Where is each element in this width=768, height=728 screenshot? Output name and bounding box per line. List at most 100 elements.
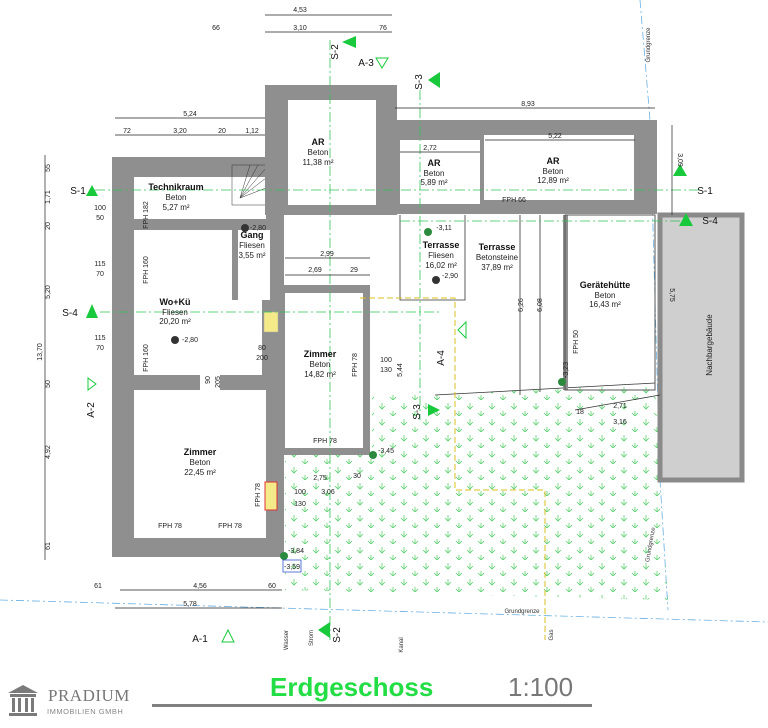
room-ar-2: AR Beton 5,89 m² <box>420 158 447 187</box>
zimmer1-floor <box>285 293 363 448</box>
svg-text:2,72: 2,72 <box>423 145 437 152</box>
svg-text:-2,90: -2,90 <box>442 273 458 280</box>
svg-text:60: 60 <box>268 583 276 590</box>
svg-text:72: 72 <box>123 128 131 135</box>
svg-text:2,71: 2,71 <box>613 403 627 410</box>
room-terrasse-fliesen: Terrasse Fliesen 16,02 m² <box>423 240 460 270</box>
boundary-label-top: Grundgrenze <box>646 27 652 63</box>
svg-text:A-1: A-1 <box>192 634 208 645</box>
utility-sewer: Kanal <box>399 637 405 652</box>
svg-text:-3,59: -3,59 <box>284 564 300 571</box>
room-area: 3,55 m² <box>238 251 265 260</box>
svg-text:FPH 78: FPH 78 <box>158 523 182 530</box>
svg-text:FPH 78: FPH 78 <box>313 438 337 445</box>
room-name: Gerätehütte <box>580 280 631 290</box>
room-area: 12,89 m² <box>537 176 569 185</box>
svg-text:-2,80: -2,80 <box>250 225 266 232</box>
svg-text:4,92: 4,92 <box>45 445 52 459</box>
section-marker-s2-bottom: S-2 <box>318 622 343 643</box>
room-area: 37,89 m² <box>481 263 513 272</box>
room-name: Technikraum <box>148 182 203 192</box>
svg-text:5,22: 5,22 <box>548 133 562 140</box>
svg-text:-2,80: -2,80 <box>182 337 198 344</box>
room-name: Gang <box>240 230 263 240</box>
room-technikraum: Technikraum Beton 5,27 m² <box>148 182 203 212</box>
svg-text:5,75: 5,75 <box>668 288 675 302</box>
svg-text:S-2: S-2 <box>332 627 343 643</box>
svg-text:A-3: A-3 <box>358 58 374 69</box>
room-material: Beton <box>308 148 329 157</box>
title-underline <box>152 704 592 707</box>
svg-text:S-3: S-3 <box>414 74 425 90</box>
room-material: Fliesen <box>162 308 188 317</box>
room-name: AR <box>312 137 325 147</box>
room-material: Beton <box>190 458 211 467</box>
garden-lawn <box>285 383 668 600</box>
svg-text:5,78: 5,78 <box>183 601 197 608</box>
svg-text:FPH 160: FPH 160 <box>143 344 150 372</box>
room-material: Beton <box>424 169 445 178</box>
svg-text:3,10: 3,10 <box>293 25 307 32</box>
section-marker-a1: A-1 <box>192 628 235 645</box>
svg-text:5,24: 5,24 <box>183 111 197 118</box>
section-marker-s1-right: S-1 <box>673 164 713 197</box>
room-area: 22,45 m² <box>184 468 216 477</box>
room-ar-3: AR Beton 12,89 m² <box>537 156 569 185</box>
neighbor-label: Nachbargebäude <box>705 314 714 376</box>
svg-text:3,06: 3,06 <box>321 489 335 496</box>
svg-text:20: 20 <box>45 222 52 230</box>
svg-text:FPH 182: FPH 182 <box>143 201 150 229</box>
room-ar-1: AR Beton 11,38 m² <box>303 137 334 167</box>
svg-text:70: 70 <box>96 345 104 352</box>
boundary-label-bottom: Grundgrenze <box>504 609 540 615</box>
svg-text:50: 50 <box>96 215 104 222</box>
terrace-outlines <box>399 215 661 411</box>
neighbor-building <box>657 212 745 483</box>
svg-text:S-3: S-3 <box>412 404 423 420</box>
room-area: 5,89 m² <box>420 178 447 187</box>
room-name: AR <box>428 158 441 168</box>
room-material: Betonsteine <box>476 253 519 262</box>
svg-text:S-2: S-2 <box>330 44 341 60</box>
dimension-labels: 4,53 66 3,10 76 5,24 72 3,20 20 1,12 8,9… <box>37 7 683 608</box>
svg-text:30: 30 <box>353 473 361 480</box>
wohnkueche-floor-ext <box>232 300 262 375</box>
svg-text:-3,11: -3,11 <box>436 225 452 232</box>
room-area: 16,43 m² <box>589 300 621 309</box>
svg-text:2,99: 2,99 <box>320 251 334 258</box>
svg-text:1,12: 1,12 <box>245 128 259 135</box>
svg-text:A-2: A-2 <box>86 402 97 418</box>
section-marker-s4-left: S-4 <box>62 304 98 319</box>
utility-gas: Gas <box>549 629 555 640</box>
ar2-floor <box>400 140 480 204</box>
room-zimmer-1: Zimmer Beton 14,82 m² <box>304 349 337 379</box>
level-markers: -2,80 -2,80 -2,90 -3,11 -3,23 -3,45 -3,8… <box>171 224 570 573</box>
room-name: Zimmer <box>304 349 337 359</box>
svg-text:100: 100 <box>294 489 306 496</box>
svg-text:-3,45: -3,45 <box>378 448 394 455</box>
svg-text:2,75: 2,75 <box>313 475 327 482</box>
svg-text:130: 130 <box>380 367 392 374</box>
svg-text:FPH 50: FPH 50 <box>573 330 580 354</box>
svg-text:205: 205 <box>215 376 222 388</box>
svg-text:200: 200 <box>256 355 268 362</box>
gas-line <box>360 297 546 640</box>
room-name: Wo+Kü <box>159 297 190 307</box>
room-material: Fliesen <box>239 241 265 250</box>
svg-text:1,71: 1,71 <box>45 190 52 204</box>
room-terrasse-betonsteine: Terrasse Betonsteine 37,89 m² <box>476 242 519 272</box>
window-labels: FPH 182 FPH 160 FPH 160 FPH 78 FPH 78 FP… <box>94 197 580 530</box>
section-marker-a4: A-4 <box>436 320 467 366</box>
ar3-floor <box>484 135 634 200</box>
svg-text:FPH 78: FPH 78 <box>255 483 262 507</box>
section-marker-s2-top: S-2 <box>330 36 356 60</box>
svg-text:5,20: 5,20 <box>45 285 52 299</box>
svg-text:3,20: 3,20 <box>173 128 187 135</box>
svg-text:FPH 66: FPH 66 <box>502 197 526 204</box>
svg-text:90: 90 <box>205 376 212 384</box>
svg-text:13,70: 13,70 <box>37 343 44 361</box>
svg-text:-3,84: -3,84 <box>288 548 304 555</box>
plan-title: Erdgeschoss <box>270 672 434 702</box>
svg-text:4,53: 4,53 <box>293 7 307 14</box>
